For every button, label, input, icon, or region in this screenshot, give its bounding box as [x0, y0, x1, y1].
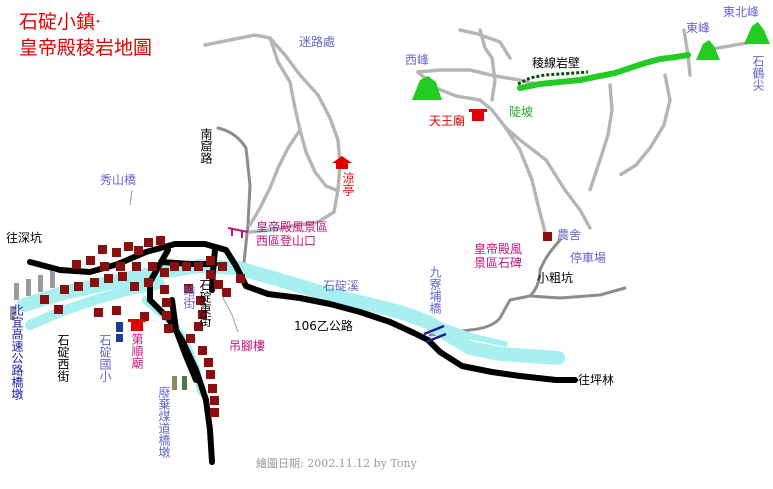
- leader-lines: [129, 189, 239, 333]
- hiking-trails: [203, 28, 754, 242]
- label-diao-jiao-lou: 吊腳樓: [229, 339, 266, 353]
- label-nong-she: 農舍: [557, 228, 582, 242]
- main-roads: [27, 241, 578, 465]
- secondary-roads: [216, 126, 627, 337]
- label-fei-qi-mei-dao: 廢棄煤道橋墩: [157, 386, 171, 458]
- peak-markers: [412, 22, 770, 100]
- label-nan-kui-lu: 南窟路: [199, 128, 213, 164]
- label-shi-ding-xi-jie: 石碇西街: [56, 334, 70, 382]
- coal-bridge-pillars: [172, 376, 187, 390]
- temple-tian-wang: [469, 109, 487, 121]
- bridge-ramps: [423, 324, 447, 344]
- label-dongbei-feng: 東北峰: [723, 5, 760, 19]
- label-xiao-zu-keng: 小粗坑: [537, 271, 574, 285]
- label-wang-ping-lin: 往坪林: [578, 373, 615, 387]
- map-title-line-2: 皇帝殿稜岩地圖: [19, 37, 153, 59]
- label-road-106: 106乙公路: [294, 319, 353, 333]
- label-shibei-line-1: 皇帝殿風: [474, 242, 523, 256]
- label-milu-chu: 迷路處: [299, 35, 336, 49]
- label-di-shun-miao: 第順廟: [130, 333, 144, 369]
- temple-di-shun: [128, 319, 146, 331]
- highway-pillars: [10, 271, 55, 320]
- pavilion: [332, 156, 352, 169]
- label-liang-ting: 涼亭: [341, 172, 355, 196]
- peak-dongbei-feng-icon: [744, 22, 770, 44]
- peak-xi-feng-icon: [412, 76, 442, 100]
- label-shi-ding-xi: 石碇溪: [323, 279, 360, 293]
- label-wang-shen-keng: 往深坑: [6, 231, 43, 245]
- label-shi-ding-dong-jie: 石碇東街: [198, 279, 212, 327]
- map-credit: 繪圖日期: 2002.11.12 by Tony: [256, 457, 417, 470]
- label-shibei-line-2: 景區石碑: [474, 256, 523, 270]
- label-xiu-shan-qiao: 秀山橋: [100, 173, 137, 187]
- cliff-wall: [517, 70, 589, 86]
- label-dengshan-line-1: 皇帝殿風景區: [256, 220, 329, 234]
- label-xi-feng: 西峰: [405, 53, 430, 67]
- label-tian-wang-miao: 天王廟: [429, 114, 466, 128]
- label-dengshan-line-2: 西區登山口: [256, 234, 317, 248]
- peak-dong-feng-icon: [696, 40, 720, 60]
- label-dou-po: 陡坡: [509, 105, 534, 119]
- trailhead-gate: [227, 227, 249, 238]
- label-dong-feng: 東峰: [686, 21, 711, 35]
- school-building: [116, 322, 123, 342]
- label-beiyi-qiaodun: 北宜高速公路橋墩: [10, 304, 24, 400]
- ridgeline: [517, 52, 691, 91]
- label-shi-ding-guo-xiao: 石碇國小: [98, 334, 112, 382]
- map-title-line-1: 石碇小鎮·: [19, 11, 102, 33]
- label-leng-xian-yan-bi: 稜線岩壁: [532, 56, 581, 70]
- label-jiu-liao-bu-qiao: 九寮埔橋: [428, 266, 442, 314]
- label-ting-che-chang: 停車場: [570, 251, 607, 265]
- label-shi-he-jian: 石鶴尖: [751, 55, 765, 91]
- label-an-jie: 暗街: [182, 285, 196, 309]
